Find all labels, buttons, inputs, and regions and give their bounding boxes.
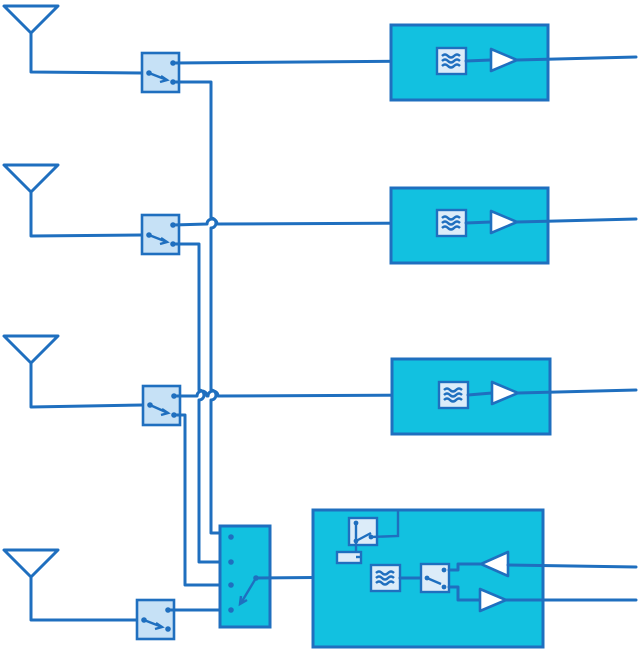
antenna-1-icon bbox=[2, 4, 144, 75]
amplifier-2-icon bbox=[489, 209, 519, 235]
bus-wire-switch1 bbox=[171, 80, 222, 535]
filter-2-icon bbox=[435, 208, 468, 238]
filter-1-icon bbox=[435, 46, 468, 76]
antenna-switch-4 bbox=[135, 598, 176, 641]
receive-chain-block-3 bbox=[390, 357, 638, 436]
bus-wire-switch3 bbox=[172, 413, 222, 587]
antenna-switch-1 bbox=[140, 51, 181, 94]
bus-wire-switch2 bbox=[171, 242, 222, 564]
receive-chain-block-4 bbox=[311, 508, 638, 649]
antenna-4-icon bbox=[2, 548, 139, 622]
amplifier-4b-icon bbox=[478, 587, 508, 613]
switch-4a-icon bbox=[347, 516, 379, 547]
amplifier-1-icon bbox=[489, 47, 519, 73]
receive-chain-block-2 bbox=[389, 186, 638, 265]
filter-4-icon bbox=[369, 563, 402, 593]
antenna-2-icon bbox=[2, 163, 144, 238]
antenna-3-icon bbox=[2, 334, 145, 409]
receive-chain-block-1 bbox=[389, 23, 638, 102]
amplifier-3-icon bbox=[490, 380, 520, 406]
antenna-switch-3 bbox=[141, 384, 182, 427]
filter-3-icon bbox=[437, 380, 470, 410]
antenna-switch-2 bbox=[140, 213, 181, 256]
